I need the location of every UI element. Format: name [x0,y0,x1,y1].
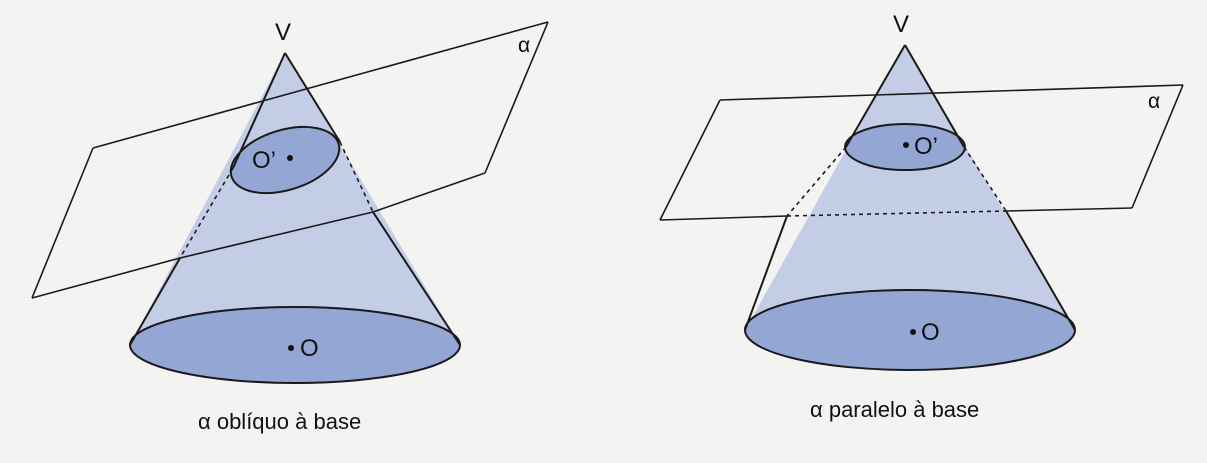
left-plane-edge-bottom-c [372,172,486,213]
right-base-hidden-arc [744,289,1076,331]
right-caption: α paralelo à base [810,397,979,422]
left-section-center-dot [287,155,293,161]
left-section-center-label: O’ [252,147,276,174]
left-plane-label: α [518,34,530,57]
left-generatrix-right-upper [284,52,341,143]
left-section-ellipse [229,125,341,195]
left-base-center-dot [288,345,294,351]
right-base-center-dot [910,329,916,335]
right-section-center-label: O’ [914,133,938,160]
left-vertex-label: V [275,19,291,46]
right-cone-body [745,45,1075,370]
left-caption: α oblíquo à base [198,409,361,434]
left-generatrix-left-upper [232,52,286,169]
right-plane-edge-right [1131,84,1184,209]
left-base-hidden-arc [129,306,461,346]
right-figure: V α O’ O α paralelo à base [659,11,1184,422]
left-cone-body [130,53,460,383]
right-generatrix-left-hidden [786,146,847,217]
left-generatrix-left-hidden [179,167,234,259]
right-generatrix-right-upper [904,44,965,148]
right-section-center-dot [903,142,909,148]
right-plane-edge-left [659,99,721,221]
right-base-center-label: O [921,319,940,346]
left-plane-edge-left [31,147,94,299]
left-plane-edge-top [92,21,549,149]
left-generatrix-left-lower [129,257,181,346]
right-generatrix-left-upper [845,44,906,148]
right-plane-edge-bottom-c [1005,207,1133,212]
left-base-center-label: O [300,335,319,362]
left-plane-edge-bottom-a [31,257,181,299]
left-plane-edge-right [484,21,549,174]
right-plane-edge-top [719,84,1184,101]
left-generatrix-right-hidden [339,141,374,213]
right-generatrix-right-lower [1005,210,1076,331]
right-vertex-label: V [893,11,909,38]
left-figure: V α O’ O α oblíquo à base [31,19,549,434]
left-plane-edge-bottom-b [179,211,374,259]
right-generatrix-left-lower [744,215,788,331]
right-plane-edge-bottom-a [659,215,788,221]
right-plane-label: α [1148,90,1160,113]
left-generatrix-right-lower [372,211,461,346]
